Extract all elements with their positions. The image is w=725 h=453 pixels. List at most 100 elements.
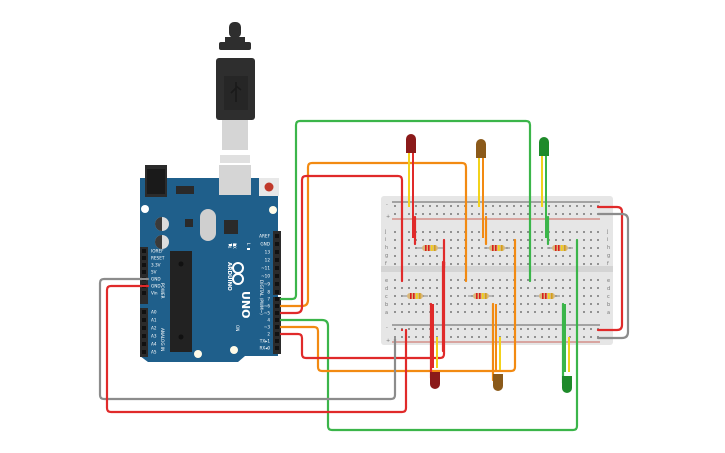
rail-hole[interactable] — [450, 336, 452, 338]
terminal-hole[interactable] — [562, 295, 564, 297]
terminal-hole[interactable] — [478, 287, 480, 289]
terminal-hole[interactable] — [429, 239, 431, 241]
digital-pin[interactable] — [275, 304, 279, 308]
terminal-hole[interactable] — [464, 287, 466, 289]
terminal-hole[interactable] — [527, 231, 529, 233]
terminal-hole[interactable] — [541, 231, 543, 233]
terminal-hole[interactable] — [408, 255, 410, 257]
terminal-hole[interactable] — [583, 287, 585, 289]
terminal-hole[interactable] — [555, 263, 557, 265]
terminal-hole[interactable] — [590, 255, 592, 257]
terminal-hole[interactable] — [415, 311, 417, 313]
terminal-hole[interactable] — [597, 231, 599, 233]
terminal-hole[interactable] — [569, 255, 571, 257]
terminal-hole[interactable] — [436, 263, 438, 265]
terminal-hole[interactable] — [471, 247, 473, 249]
terminal-hole[interactable] — [478, 247, 480, 249]
power-pin[interactable] — [142, 249, 146, 253]
terminal-hole[interactable] — [394, 303, 396, 305]
analog-pin[interactable] — [142, 350, 146, 354]
rail-hole[interactable] — [464, 336, 466, 338]
terminal-hole[interactable] — [583, 311, 585, 313]
rail-hole[interactable] — [534, 213, 536, 215]
terminal-hole[interactable] — [597, 239, 599, 241]
terminal-hole[interactable] — [534, 311, 536, 313]
terminal-hole[interactable] — [597, 295, 599, 297]
terminal-hole[interactable] — [520, 287, 522, 289]
rail-hole[interactable] — [478, 336, 480, 338]
terminal-hole[interactable] — [534, 231, 536, 233]
terminal-hole[interactable] — [457, 279, 459, 281]
terminal-hole[interactable] — [597, 279, 599, 281]
terminal-hole[interactable] — [541, 247, 543, 249]
power-pin[interactable] — [142, 291, 146, 295]
terminal-hole[interactable] — [513, 231, 515, 233]
terminal-hole[interactable] — [541, 239, 543, 241]
terminal-hole[interactable] — [569, 287, 571, 289]
terminal-hole[interactable] — [520, 279, 522, 281]
terminal-hole[interactable] — [520, 263, 522, 265]
terminal-hole[interactable] — [583, 295, 585, 297]
terminal-hole[interactable] — [408, 311, 410, 313]
digital-pin[interactable] — [275, 290, 279, 294]
rail-hole[interactable] — [485, 328, 487, 330]
digital-pin[interactable] — [275, 311, 279, 315]
terminal-hole[interactable] — [436, 231, 438, 233]
terminal-hole[interactable] — [597, 287, 599, 289]
rail-hole[interactable] — [394, 336, 396, 338]
rail-hole[interactable] — [408, 336, 410, 338]
terminal-hole[interactable] — [450, 311, 452, 313]
terminal-hole[interactable] — [597, 247, 599, 249]
rail-hole[interactable] — [436, 213, 438, 215]
wire-gray-rail-jumper[interactable] — [596, 212, 630, 340]
rail-hole[interactable] — [562, 213, 564, 215]
terminal-hole[interactable] — [590, 263, 592, 265]
rail-hole[interactable] — [492, 213, 494, 215]
rail-hole[interactable] — [590, 336, 592, 338]
terminal-hole[interactable] — [401, 287, 403, 289]
digital-pin[interactable] — [275, 318, 279, 322]
rail-hole[interactable] — [443, 213, 445, 215]
terminal-hole[interactable] — [457, 239, 459, 241]
terminal-hole[interactable] — [485, 311, 487, 313]
rail-hole[interactable] — [562, 205, 564, 207]
terminal-hole[interactable] — [436, 303, 438, 305]
terminal-hole[interactable] — [464, 311, 466, 313]
terminal-hole[interactable] — [548, 263, 550, 265]
digital-pin[interactable] — [275, 332, 279, 336]
terminal-hole[interactable] — [590, 311, 592, 313]
digital-pin[interactable] — [275, 274, 279, 278]
terminal-hole[interactable] — [555, 255, 557, 257]
wire-gray-5v[interactable] — [98, 277, 397, 401]
led-top-green[interactable] — [539, 137, 549, 238]
terminal-hole[interactable] — [436, 295, 438, 297]
terminal-hole[interactable] — [541, 263, 543, 265]
rail-hole[interactable] — [408, 213, 410, 215]
rail-hole[interactable] — [415, 336, 417, 338]
rail-hole[interactable] — [583, 205, 585, 207]
terminal-hole[interactable] — [548, 255, 550, 257]
rail-hole[interactable] — [422, 205, 424, 207]
terminal-hole[interactable] — [429, 263, 431, 265]
terminal-hole[interactable] — [471, 311, 473, 313]
rail-hole[interactable] — [527, 213, 529, 215]
rail-hole[interactable] — [590, 213, 592, 215]
resistor[interactable] — [468, 293, 494, 299]
digital-pin[interactable] — [275, 282, 279, 286]
terminal-hole[interactable] — [555, 287, 557, 289]
terminal-hole[interactable] — [569, 279, 571, 281]
terminal-hole[interactable] — [527, 311, 529, 313]
terminal-hole[interactable] — [590, 303, 592, 305]
terminal-hole[interactable] — [562, 255, 564, 257]
terminal-hole[interactable] — [415, 303, 417, 305]
rail-hole[interactable] — [513, 213, 515, 215]
terminal-hole[interactable] — [478, 279, 480, 281]
terminal-hole[interactable] — [450, 263, 452, 265]
terminal-hole[interactable] — [450, 287, 452, 289]
reset-button[interactable] — [264, 182, 274, 192]
terminal-hole[interactable] — [429, 231, 431, 233]
terminal-hole[interactable] — [415, 263, 417, 265]
rail-hole[interactable] — [471, 205, 473, 207]
terminal-hole[interactable] — [492, 231, 494, 233]
terminal-hole[interactable] — [569, 303, 571, 305]
